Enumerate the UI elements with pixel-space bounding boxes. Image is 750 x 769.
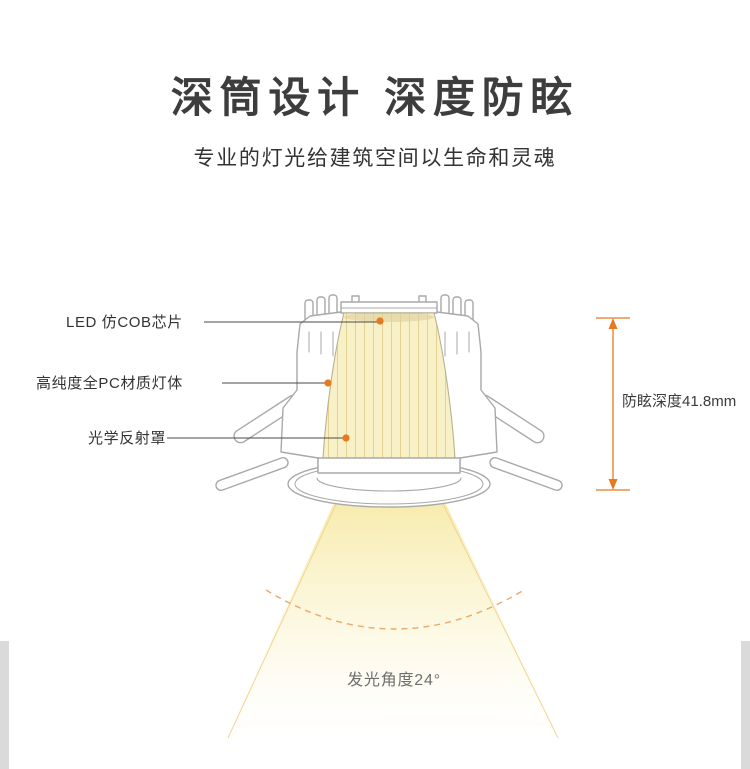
lamp-drawing: [215, 294, 563, 508]
beam-angle-arc: [265, 589, 525, 630]
measure-arrowhead-top: [608, 318, 618, 329]
page-title: 深筒设计 深度防眩: [170, 74, 580, 121]
measure-arrowhead-bottom: [608, 479, 618, 490]
callout-dot-led-chip: [376, 317, 384, 325]
callout-markers: [167, 317, 384, 442]
page-subtitle: 专业的灯光给建筑空间以生命和灵魂: [193, 147, 557, 170]
beam-angle-label: 发光角度24°: [347, 672, 441, 689]
callout-label-reflector: 光学反射罩: [88, 430, 167, 447]
callout-label-pc-body: 高纯度全PC材质灯体: [36, 375, 183, 392]
callout-dot-reflector: [342, 434, 350, 442]
glare-depth-measure: [596, 317, 630, 491]
led-module: [340, 295, 438, 314]
trim-base: [317, 457, 461, 474]
callout-dot-pc-body: [324, 379, 332, 387]
glare-depth-label: 防眩深度41.8mm: [622, 393, 737, 410]
callout-label-led-chip: LED 仿COB芯片: [66, 314, 183, 331]
light-beam: [226, 494, 560, 740]
reflector: [322, 312, 456, 459]
ring-front-edge: [316, 477, 462, 492]
page-edge-strip-right: [741, 641, 750, 769]
page-edge-strip-left: [0, 641, 9, 769]
